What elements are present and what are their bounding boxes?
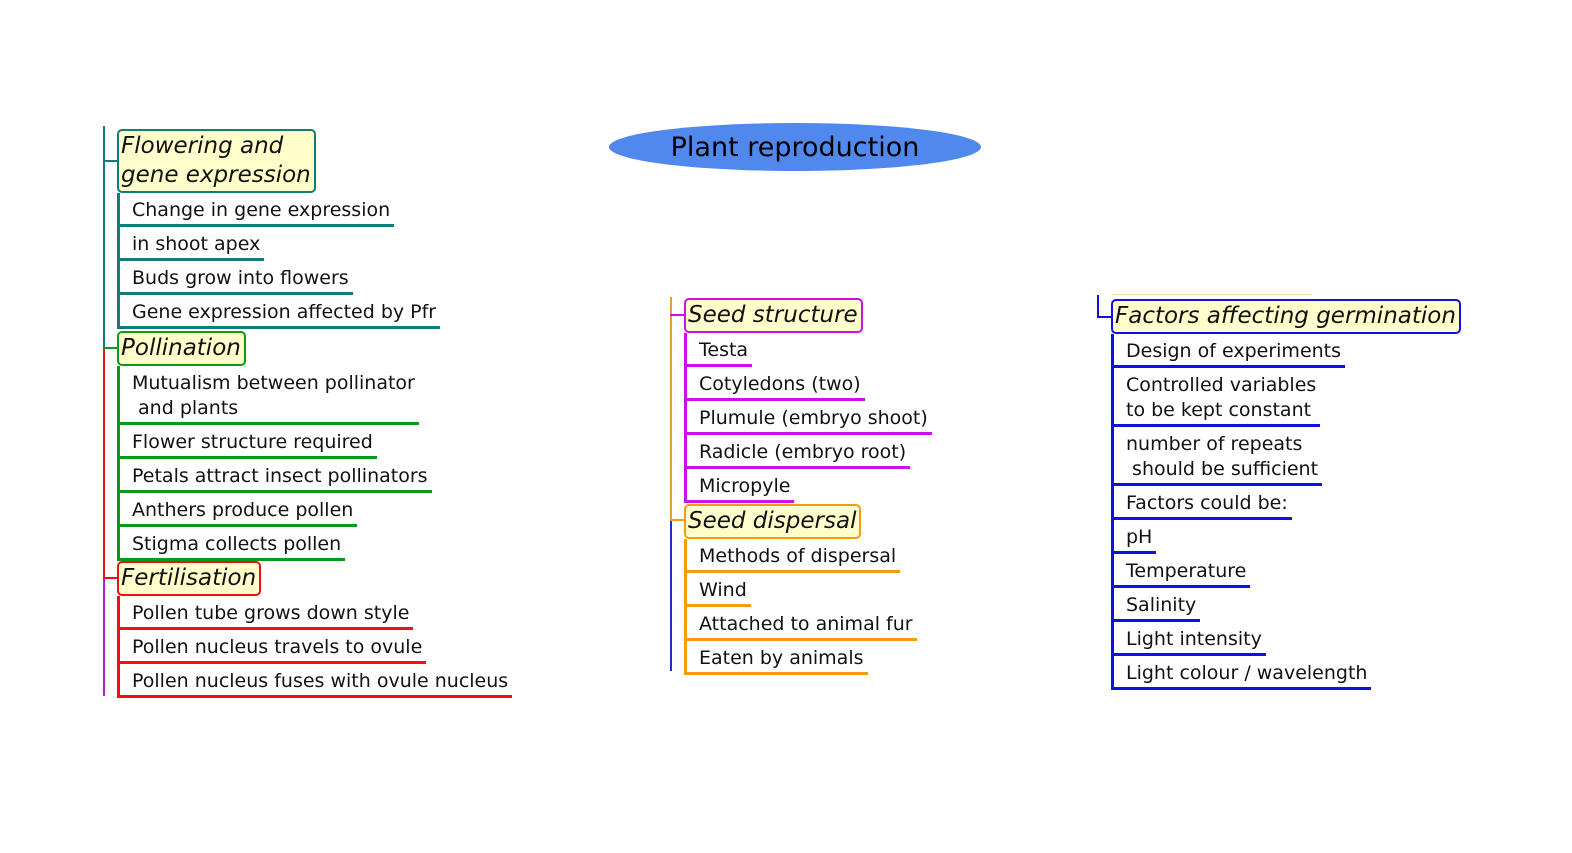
subtopic-item[interactable]: Salinity (1114, 588, 1201, 622)
connector (670, 314, 685, 316)
flowering-topic[interactable]: Flowering and gene expression (117, 129, 316, 193)
subtopic-item[interactable]: Design of experiments (1114, 334, 1346, 368)
subtopic-item[interactable]: Anthers produce pollen (120, 493, 358, 527)
fertilisation-topic[interactable]: Fertilisation (117, 561, 262, 596)
subtopic-item[interactable]: Mutualism between pollinator and plants (120, 366, 419, 425)
left-trunk-line (103, 348, 105, 578)
subtopic-item[interactable]: pH (1114, 520, 1157, 554)
subtopic-item[interactable]: Change in gene expression (120, 193, 395, 227)
subtopic-item[interactable]: Factors could be: (1114, 486, 1292, 520)
connector (670, 519, 685, 521)
left-trunk-line (103, 578, 105, 696)
connector (103, 347, 117, 349)
subtopic-item[interactable]: Pollen nucleus travels to ovule (120, 630, 427, 664)
middle-trunk-line (670, 297, 672, 519)
subtopic-item[interactable]: Petals attract insect pollinators (120, 459, 432, 493)
subtopic-item[interactable]: Flower structure required (120, 425, 377, 459)
subtopic-item[interactable]: Wind (687, 573, 751, 607)
pollination-topic[interactable]: Pollination (117, 331, 246, 366)
subtopic-item[interactable]: Eaten by animals (687, 641, 868, 675)
subtopic-item[interactable]: Light colour / wavelength (1114, 656, 1372, 690)
subtopic-item[interactable]: Testa (687, 333, 753, 367)
germination-topic[interactable]: Factors affecting germination (1111, 299, 1461, 334)
subtopic-item[interactable]: Pollen tube grows down style (120, 596, 414, 630)
subtopic-item[interactable]: number of repeats should be sufficient (1114, 427, 1323, 486)
subtopic-item[interactable]: Plumule (embryo shoot) (687, 401, 932, 435)
connector (1097, 316, 1112, 318)
right-trunk-line (1097, 295, 1099, 317)
left-trunk-line (103, 126, 105, 348)
subtopic-item[interactable]: Stigma collects pollen (120, 527, 346, 561)
subtopic-item[interactable]: Buds grow into flowers (120, 261, 353, 295)
seed-structure-topic[interactable]: Seed structure (684, 298, 863, 333)
subtopic-item[interactable]: Controlled variables to be kept constant (1114, 368, 1321, 427)
middle-trunk-line (670, 519, 672, 671)
subtopic-item[interactable]: Attached to animal fur (687, 607, 917, 641)
subtopic-item[interactable]: Radicle (embryo root) (687, 435, 911, 469)
subtopic-item[interactable]: Temperature (1114, 554, 1251, 588)
seed-dispersal-topic[interactable]: Seed dispersal (684, 504, 862, 539)
subtopic-item[interactable]: Pollen nucleus fuses with ovule nucleus (120, 664, 513, 698)
subtopic-item[interactable]: Micropyle (687, 469, 795, 503)
subtopic-item[interactable]: Methods of dispersal (687, 539, 901, 573)
connector (103, 160, 117, 162)
subtopic-item[interactable]: Gene expression affected by Pfr (120, 295, 441, 329)
subtopic-item[interactable]: Light intensity (1114, 622, 1266, 656)
central-topic[interactable]: Plant reproduction (609, 123, 981, 171)
connector (1112, 294, 1312, 295)
subtopic-item[interactable]: Cotyledons (two) (687, 367, 865, 401)
subtopic-item[interactable]: in shoot apex (120, 227, 265, 261)
connector (103, 577, 117, 579)
